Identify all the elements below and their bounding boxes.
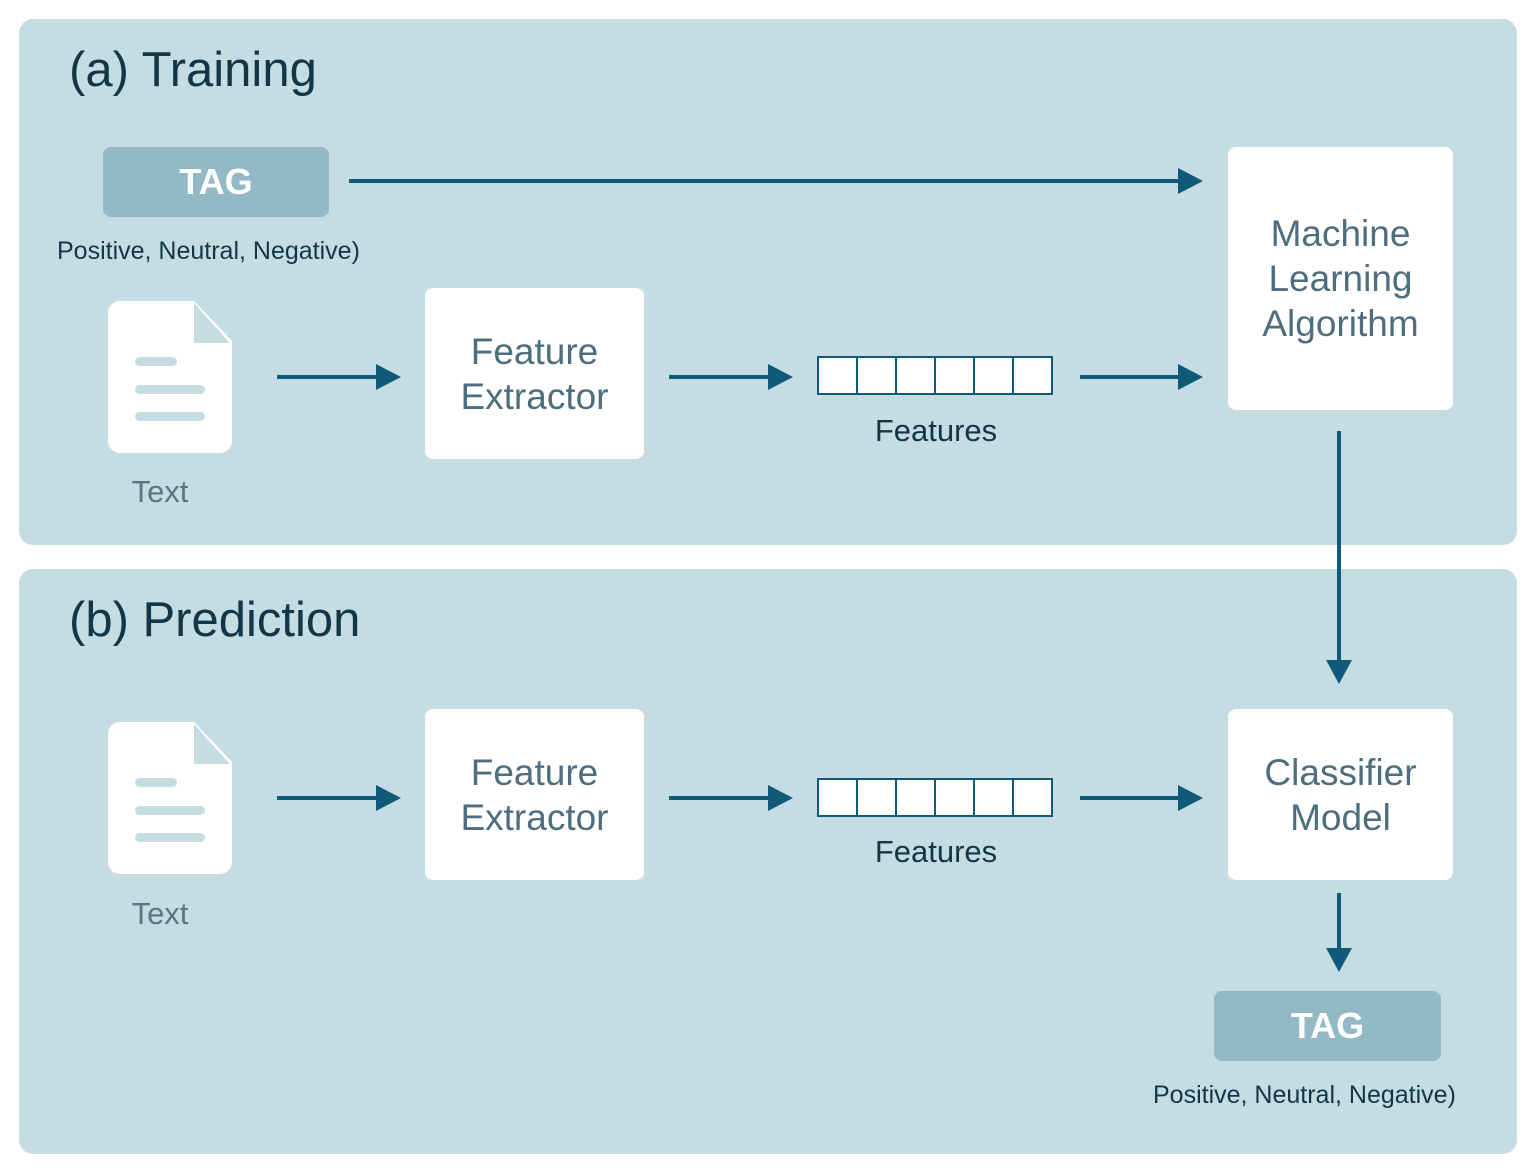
training-feature-extractor: Feature Extractor	[425, 288, 644, 459]
prediction-feature-extractor-line1: Feature	[470, 751, 599, 793]
training-tag-label: TAG	[179, 161, 253, 202]
prediction-tag-label: TAG	[1290, 1005, 1365, 1046]
training-feature-vector-icon	[817, 356, 1053, 395]
training-feature-extractor-line2: Extractor	[460, 375, 609, 417]
algorithm-line3: Algorithm	[1262, 303, 1419, 344]
training-document-icon	[108, 301, 232, 453]
prediction-tag-sublabel: Positive, Neutral, Negative)	[1153, 1081, 1456, 1109]
prediction-feature-vector-icon	[817, 778, 1053, 817]
prediction-feature-extractor: Feature Extractor	[425, 709, 644, 880]
prediction-text-label: Text	[131, 896, 189, 931]
algorithm-line1: Machine	[1270, 213, 1411, 254]
prediction-feature-extractor-line2: Extractor	[460, 796, 609, 838]
training-feature-extractor-line1: Feature	[470, 330, 599, 372]
prediction-features-label: Features	[874, 834, 998, 869]
classifier-line1: Classifier	[1264, 751, 1417, 793]
training-text-label: Text	[131, 474, 189, 509]
algorithm-line2: Learning	[1268, 258, 1413, 299]
classifier-model-box: Classifier Model	[1228, 709, 1453, 880]
training-tag: TAG	[103, 147, 329, 217]
training-features-label: Features	[874, 413, 998, 448]
classifier-line2: Model	[1290, 796, 1391, 838]
training-title: (a) Training	[69, 43, 317, 97]
prediction-tag: TAG	[1214, 991, 1441, 1061]
prediction-title: (b) Prediction	[69, 593, 361, 647]
prediction-document-icon	[108, 722, 232, 874]
training-tag-sublabel: Positive, Neutral, Negative)	[57, 237, 360, 265]
machine-learning-algorithm-box: Machine Learning Algorithm	[1228, 147, 1453, 410]
